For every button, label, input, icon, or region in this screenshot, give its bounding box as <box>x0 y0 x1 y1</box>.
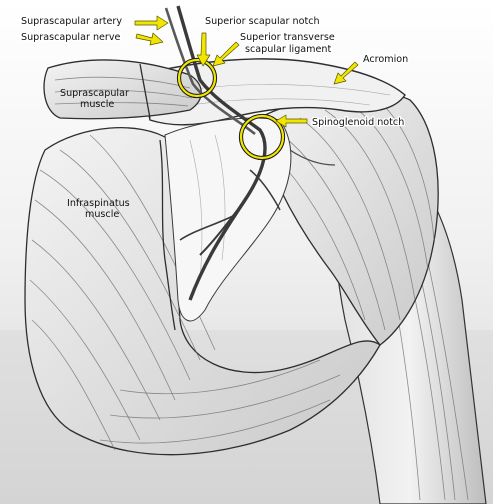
label-suprascapular-nerve: Suprascapular nerve <box>21 32 121 43</box>
label-acromion: Acromion <box>363 54 408 65</box>
spinoglenoid-notch-highlight <box>238 113 286 161</box>
label-suprascapular-muscle-line2: muscle <box>80 99 114 110</box>
suprascapular-muscle <box>43 59 202 120</box>
arrow-spinoglenoid-notch <box>275 114 308 128</box>
label-superior-scapular-notch: Superior scapular notch <box>205 16 320 27</box>
arrow-superior-transverse-ligament <box>212 41 240 67</box>
label-infraspinatus-line1: Infraspinatus <box>67 198 130 209</box>
label-suprascapular-artery: Suprascapular artery <box>21 16 122 27</box>
label-spinoglenoid-notch: Spinoglenoid notch <box>312 117 404 128</box>
arrow-superior-scapular-notch <box>196 32 211 67</box>
label-superior-transverse-line2: scapular ligament <box>245 44 331 55</box>
arrow-suprascapular-nerve <box>135 32 164 46</box>
label-superior-transverse-line1: Superior transverse <box>240 32 335 43</box>
superior-notch-highlight <box>176 57 218 99</box>
arrow-suprascapular-artery <box>134 15 169 31</box>
label-suprascapular-muscle-line1: Suprascapular <box>60 88 129 99</box>
arrow-acromion <box>333 61 359 85</box>
label-infraspinatus-line2: muscle <box>85 209 119 220</box>
